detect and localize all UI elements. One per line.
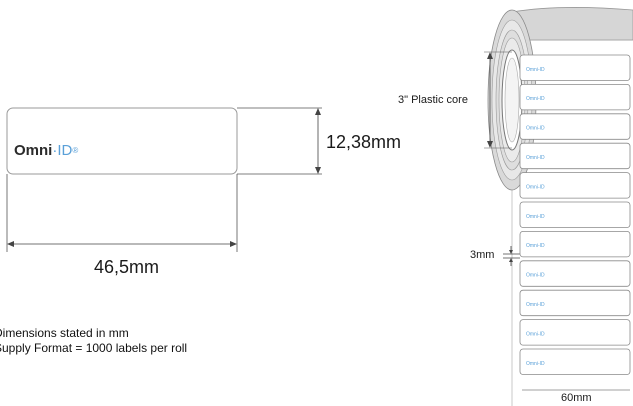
- roll-top-face: [511, 7, 633, 41]
- roll-label: [519, 260, 631, 287]
- roll-label: [519, 319, 631, 346]
- height-arrow-top: [315, 108, 321, 115]
- roll-label-logo: Omni-ID: [526, 243, 545, 249]
- roll-label: [519, 172, 631, 199]
- core-dimension-label: 3" Plastic core: [398, 94, 468, 106]
- roll-label-logo: Omni-ID: [526, 361, 545, 367]
- logo-registered-mark: ®: [72, 146, 79, 155]
- logo-omni-text: Omni: [14, 142, 53, 159]
- roll-label-logo: Omni-ID: [526, 331, 545, 337]
- roll-label: [519, 84, 631, 111]
- logo-id-text: ID: [57, 142, 73, 159]
- roll-width-label: 60mm: [561, 392, 592, 404]
- width-arrow-right: [230, 241, 237, 247]
- plastic-core-inner: [504, 57, 520, 143]
- gap-arrow-bottom: [509, 258, 513, 262]
- note-supply-format: Supply Format = 1000 labels per roll: [0, 341, 188, 355]
- label-height-dimension: 12,38mm: [326, 132, 402, 152]
- logo-separator: ·: [52, 142, 58, 159]
- roll-label-logo: Omni-ID: [526, 96, 545, 102]
- roll-label: [519, 54, 631, 81]
- core-arrow-top: [487, 52, 493, 59]
- width-arrow-left: [7, 241, 14, 247]
- roll-label-logo: Omni-ID: [526, 155, 545, 161]
- gap-dimension-label: 3mm: [470, 249, 495, 261]
- roll-label: [519, 348, 631, 375]
- roll-label-logo: Omni-ID: [526, 273, 545, 279]
- roll-label-logo: Omni-ID: [526, 214, 545, 220]
- roll-label: [519, 113, 631, 140]
- roll-label-logo: Omni-ID: [526, 67, 545, 73]
- note-dimensions: Dimensions stated in mm: [0, 326, 129, 340]
- roll-label: [519, 289, 631, 317]
- roll-label-logo: Omni-ID: [526, 184, 545, 190]
- height-arrow-bottom: [315, 167, 321, 174]
- roll-label-logo: Omni-ID: [526, 126, 545, 132]
- gap-arrow-top: [509, 250, 513, 254]
- label-outline: [6, 107, 238, 175]
- roll-label: [519, 230, 631, 258]
- roll-label: [519, 142, 631, 170]
- core-arrow-bottom: [487, 141, 493, 148]
- roll-label: [519, 201, 631, 228]
- label-width-dimension: 46,5mm: [94, 257, 160, 277]
- omni-id-logo: Omni·ID®: [14, 142, 78, 160]
- roll-label-logo: Omni-ID: [526, 302, 545, 308]
